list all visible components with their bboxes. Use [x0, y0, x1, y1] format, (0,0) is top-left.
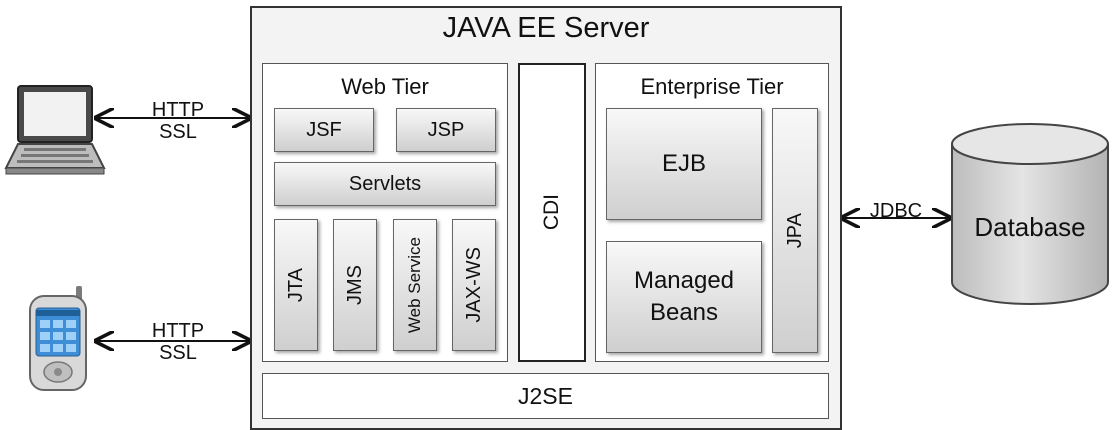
web-service-box: Web Service — [393, 219, 437, 351]
jax-ws-box: JAX-WS — [452, 219, 496, 351]
jpa-box: JPA — [772, 108, 818, 353]
jsf-box: JSF — [274, 108, 374, 152]
managed-beans-label-line2: Beans — [649, 299, 719, 326]
laptop-icon — [4, 85, 106, 175]
database-label: Database — [974, 212, 1086, 242]
jms-box: JMS — [333, 219, 377, 351]
web-service-label: Web Service — [405, 236, 424, 334]
jsp-label: JSP — [427, 118, 465, 141]
servlets-label: Servlets — [348, 172, 422, 195]
laptop-connection-label: HTTP SSL — [128, 99, 228, 143]
jax-ws-label: JAX-WS — [462, 247, 485, 323]
jdbc-label: JDBC — [869, 200, 923, 222]
web-tier-title: Web Tier — [341, 74, 429, 99]
jsf-label: JSF — [306, 118, 342, 141]
laptop-http-label: HTTP — [151, 99, 205, 121]
cdi-label: CDI — [540, 194, 563, 231]
enterprise-tier-title: Enterprise Tier — [640, 74, 784, 99]
managed-beans-label-line1: Managed — [633, 267, 735, 294]
ejb-box: EJB — [606, 108, 762, 220]
managed-beans-box: Managed Beans — [606, 241, 762, 353]
ejb-label: EJB — [661, 150, 706, 177]
laptop-ssl-label: SSL — [159, 121, 197, 143]
phone-http-label: HTTP — [151, 320, 205, 342]
jms-label: JMS — [343, 265, 366, 305]
j2se-box: J2SE — [262, 373, 829, 419]
jta-box: JTA — [274, 219, 318, 351]
jpa-label: JPA — [783, 212, 806, 249]
cdi-box: CDI — [518, 63, 586, 362]
servlets-box: Servlets — [274, 162, 496, 206]
jta-label: JTA — [284, 267, 307, 303]
server-title: JAVA EE Server — [442, 12, 650, 44]
j2se-label: J2SE — [518, 382, 573, 409]
phone-ssl-label: SSL — [159, 342, 197, 364]
jsp-box: JSP — [396, 108, 496, 152]
phone-icon — [29, 286, 87, 391]
phone-connection-label: HTTP SSL — [128, 320, 228, 364]
database-icon — [951, 123, 1109, 305]
